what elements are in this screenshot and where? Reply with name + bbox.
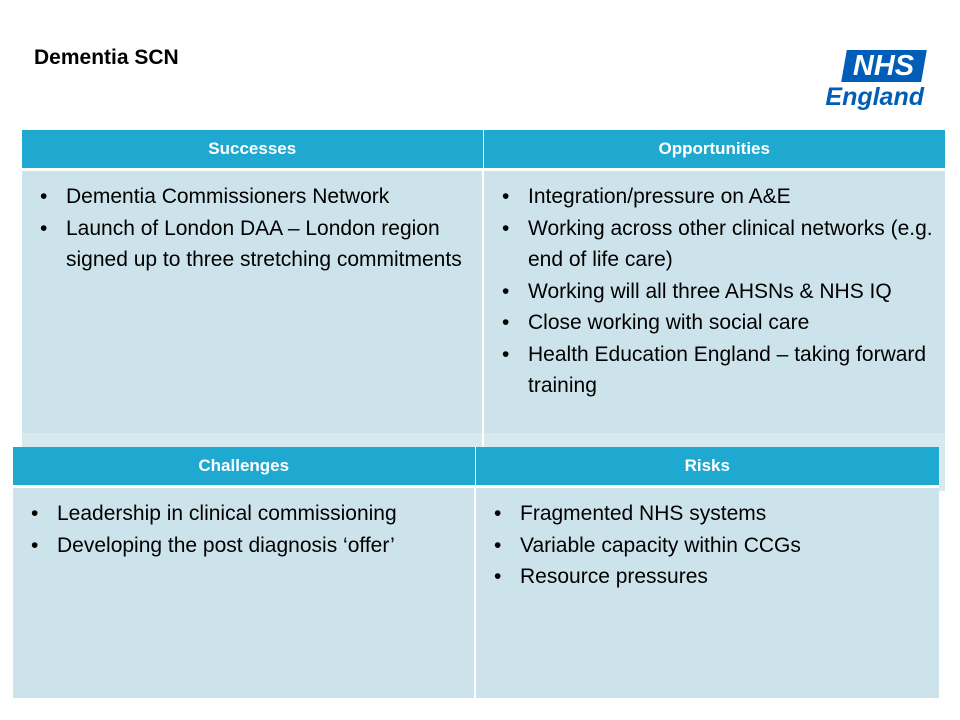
slide-title: Dementia SCN [34,46,179,69]
successes-header: Successes [22,130,484,171]
list-item: Fragmented NHS systems [484,498,931,530]
nhs-logo-text: NHS [853,49,915,82]
opportunities-list: Integration/pressure on A&E Working acro… [492,181,937,402]
risks-list: Fragmented NHS systems Variable capacity… [484,498,931,593]
list-item: Close working with social care [492,307,937,339]
list-item: Variable capacity within CCGs [484,530,931,562]
nhs-england-logo: NHS England [820,50,927,114]
bottom-table-body-row: Leadership in clinical commissioning Dev… [13,486,939,698]
top-table-body-row: Dementia Commissioners Network Launch of… [22,169,945,433]
successes-opportunities-table: Successes Opportunities Dementia Commiss… [22,130,945,491]
opportunities-cell: Integration/pressure on A&E Working acro… [483,169,945,433]
successes-list: Dementia Commissioners Network Launch of… [30,181,474,276]
risks-header: Risks [475,447,939,488]
successes-cell: Dementia Commissioners Network Launch of… [22,169,484,433]
list-item: Resource pressures [484,561,931,593]
list-item: Developing the post diagnosis ‘offer’ [21,530,466,562]
challenges-header: Challenges [13,447,476,488]
list-item: Leadership in clinical commissioning [21,498,466,530]
list-item: Launch of London DAA – London region sig… [30,213,474,276]
challenges-cell: Leadership in clinical commissioning Dev… [13,486,476,698]
list-item: Health Education England – taking forwar… [492,339,937,402]
opportunities-header: Opportunities [483,130,945,171]
list-item: Integration/pressure on A&E [492,181,937,213]
list-item: Working will all three AHSNs & NHS IQ [492,276,937,308]
list-item: Working across other clinical networks (… [492,213,937,276]
list-item: Dementia Commissioners Network [30,181,474,213]
top-table-header-row: Successes Opportunities [22,130,945,171]
nhs-logo-box: NHS [841,50,927,82]
challenges-risks-table: Challenges Risks Leadership in clinical … [13,447,939,698]
nhs-logo-region: England [825,83,924,111]
risks-cell: Fragmented NHS systems Variable capacity… [475,486,939,698]
challenges-list: Leadership in clinical commissioning Dev… [21,498,466,561]
bottom-table-header-row: Challenges Risks [13,447,939,488]
